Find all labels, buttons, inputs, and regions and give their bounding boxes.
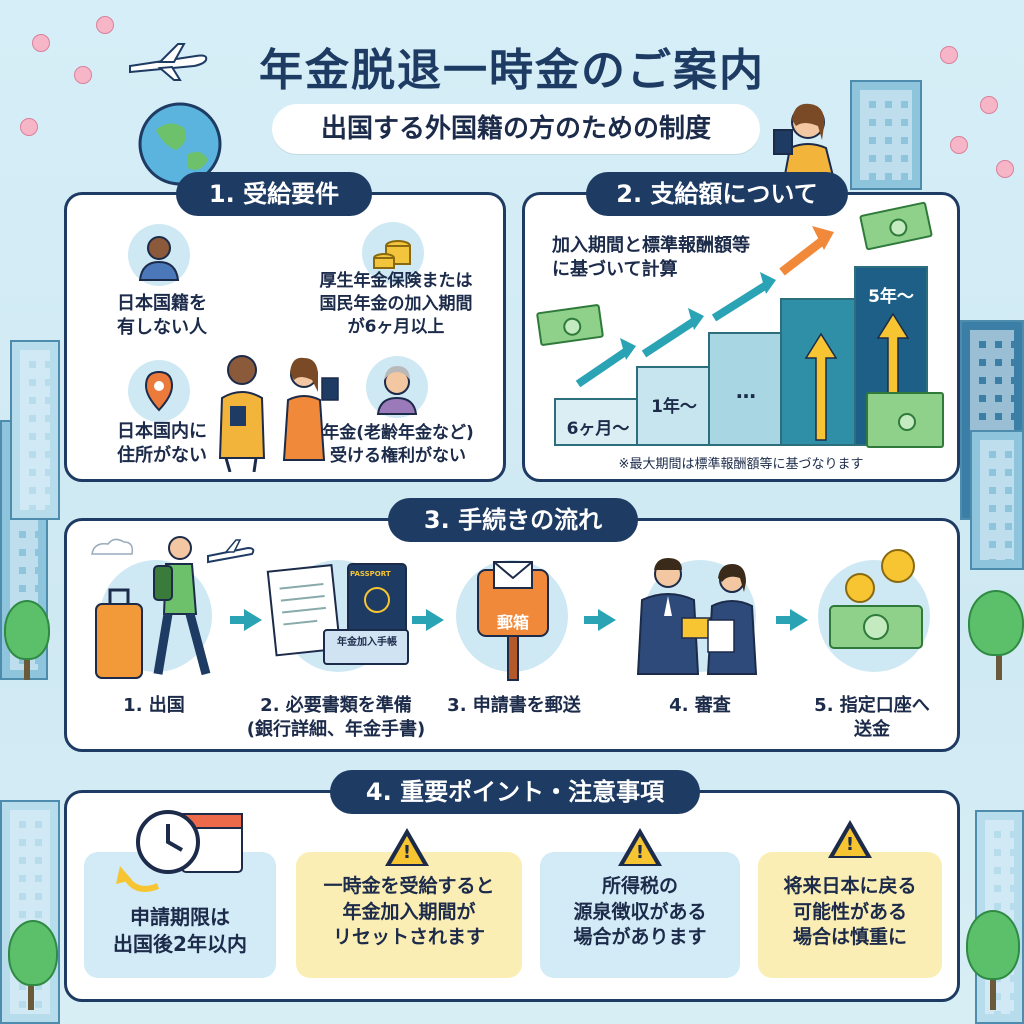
cherry-blossom-icon bbox=[980, 96, 998, 114]
note-return-text: 将来日本に戻る 可能性がある 場合は慎重に bbox=[783, 875, 917, 949]
amount-description: 加入期間と標準報酬額等 に基づいて計算 bbox=[552, 235, 750, 281]
eligibility-item-nationality: 日本国籍を 有しない人 bbox=[117, 293, 207, 339]
mailbox-icon bbox=[477, 561, 549, 681]
building bbox=[850, 80, 922, 190]
amount-note: ※最大期間は標準報酬額等に基づなります bbox=[618, 457, 864, 472]
tree-trunk bbox=[996, 640, 1002, 680]
step-4-label: 4. 審査 bbox=[669, 695, 731, 716]
cherry-blossom-icon bbox=[940, 46, 958, 64]
section-amount-heading: 2. 支給額について bbox=[586, 172, 848, 216]
airplane-icon bbox=[129, 43, 208, 81]
tree bbox=[968, 590, 1024, 656]
pension-handbook-label: 年金加入手帳 bbox=[337, 637, 397, 648]
clock-calendar-icon bbox=[116, 810, 243, 892]
section-eligibility-heading: 1. 受給要件 bbox=[176, 172, 372, 216]
tree-trunk bbox=[28, 970, 34, 1010]
note-reset-text: 一時金を受給すると 年金加入期間が リセットされます bbox=[323, 875, 495, 949]
coins-icon bbox=[362, 222, 424, 284]
location-pin-icon bbox=[128, 360, 190, 422]
flow-arrow-head bbox=[790, 609, 808, 631]
building bbox=[10, 340, 60, 520]
eligibility-item-no-pension-right: 年金(老齢年金など) 受ける権利がない bbox=[322, 423, 474, 466]
tree bbox=[8, 920, 58, 986]
flow-arrow-head bbox=[244, 609, 262, 631]
cherry-blossom-icon bbox=[74, 66, 92, 84]
warning-icon-fill bbox=[624, 836, 656, 864]
tree bbox=[966, 910, 1020, 980]
woman-with-passport-icon bbox=[773, 103, 836, 180]
officials-icon bbox=[636, 558, 758, 675]
flow-arrow bbox=[230, 616, 244, 624]
flow-arrow bbox=[776, 616, 790, 624]
documents-icon bbox=[266, 563, 409, 665]
growth-arrow-icon bbox=[575, 226, 834, 388]
warning-icon-mark: ! bbox=[845, 834, 855, 855]
cherry-blossom-icon bbox=[96, 16, 114, 34]
banknote-stack-icon bbox=[866, 392, 944, 448]
page-title: 年金脱退一時金のご案内 bbox=[259, 45, 765, 96]
bar-1-year bbox=[636, 366, 712, 446]
bar-label-6-months: 6ヶ月〜 bbox=[566, 419, 630, 439]
tree-trunk bbox=[990, 970, 996, 1010]
step-2-label: 2. 必要書類を準備 (銀行詳細、年金手書) bbox=[246, 695, 426, 741]
money-icon bbox=[829, 549, 923, 649]
building bbox=[970, 430, 1024, 570]
flow-arrow-head bbox=[426, 609, 444, 631]
section-notes-heading: 4. 重要ポイント・注意事項 bbox=[330, 770, 700, 814]
note-tax-text: 所得税の 源泉徴収がある 場合があります bbox=[573, 875, 707, 949]
eligibility-item-enrollment-period: 厚生年金保険または 国民年金の加入期間 が6ヶ月以上 bbox=[319, 271, 473, 337]
bar-label-middle: … bbox=[736, 379, 756, 403]
people-group-icon bbox=[218, 355, 339, 472]
note-deadline-text: 申請期限は 出国後2年以内 bbox=[113, 905, 247, 956]
tree bbox=[4, 600, 50, 660]
traveler-icon bbox=[91, 536, 255, 679]
elderly-woman-icon bbox=[366, 356, 428, 418]
up-arrow-icon bbox=[804, 332, 838, 441]
flow-arrow bbox=[584, 616, 598, 624]
note-card-reset bbox=[296, 852, 522, 978]
cherry-blossom-icon bbox=[32, 34, 50, 52]
flow-arrow bbox=[412, 616, 426, 624]
warning-icon-mark: ! bbox=[402, 842, 412, 863]
cherry-blossom-icon bbox=[950, 136, 968, 154]
note-card-return bbox=[758, 852, 942, 978]
bar-label-1-year: 1年〜 bbox=[651, 397, 697, 417]
flow-arrow-head bbox=[598, 609, 616, 631]
cherry-blossom-icon bbox=[20, 118, 38, 136]
mailbox-label: 郵箱 bbox=[496, 613, 529, 632]
page-subtitle: 出国する外国籍の方のための制度 bbox=[272, 104, 760, 154]
bar-6-months bbox=[554, 398, 640, 446]
section-procedure-heading: 3. 手続きの流れ bbox=[388, 498, 638, 542]
step-5-label: 5. 指定口座へ 送金 bbox=[814, 695, 930, 741]
bar-label-5-years: 5年〜 bbox=[868, 287, 914, 307]
note-card-deadline bbox=[84, 852, 276, 978]
step-1-label: 1. 出国 bbox=[123, 695, 185, 716]
tree-trunk bbox=[24, 640, 30, 680]
passport-label: PASSPORT bbox=[350, 570, 391, 578]
person-icon bbox=[128, 224, 190, 286]
eligibility-item-no-residence: 日本国内に 住所がない bbox=[117, 421, 207, 467]
cherry-blossom-icon bbox=[996, 160, 1014, 178]
warning-icon-fill bbox=[834, 828, 866, 856]
warning-icon-mark: ! bbox=[635, 842, 645, 863]
step-3-label: 3. 申請書を郵送 bbox=[447, 695, 581, 716]
note-card-tax bbox=[540, 852, 740, 978]
warning-icon-fill bbox=[391, 836, 423, 864]
